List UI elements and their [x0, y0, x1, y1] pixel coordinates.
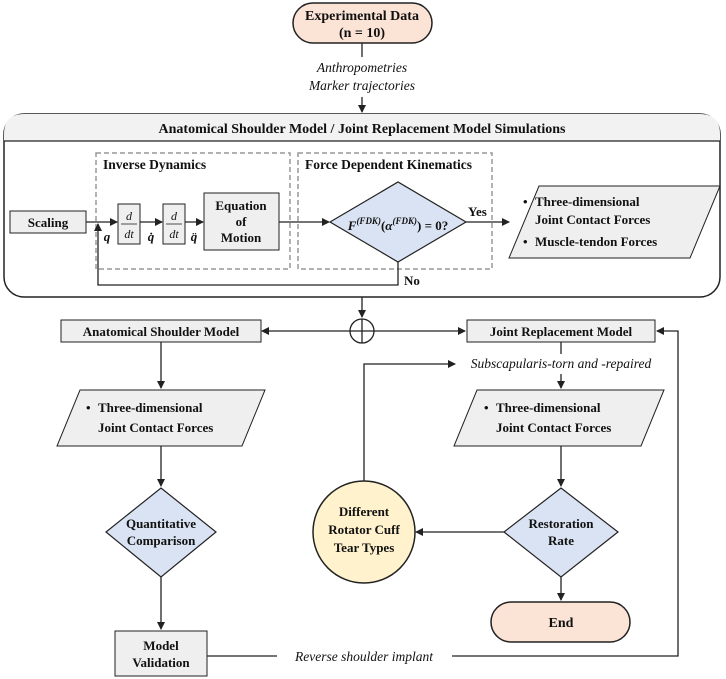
validation-line-1: Model	[143, 638, 179, 653]
right-forces-bullet: •	[484, 400, 489, 415]
derivative-1-numerator: d	[126, 209, 133, 223]
subscapularis-label: Subscapularis-torn and -repaired	[471, 356, 652, 371]
end-label: End	[549, 616, 574, 631]
q-label: q	[104, 229, 111, 244]
sim-output-item-1a: Three-dimensional	[535, 194, 640, 209]
sim-output-bullet-1: •	[523, 194, 528, 209]
yes-label: Yes	[468, 204, 487, 219]
input-anthropometries: Anthropometries	[316, 60, 407, 75]
equation-line-1: Equation	[215, 198, 267, 213]
sim-output-bullet-2: •	[523, 234, 528, 249]
fdk-panel	[297, 152, 493, 270]
q-dot-label: q̇	[148, 229, 155, 244]
validation-line-2: Validation	[132, 655, 190, 670]
equation-line-3: Motion	[221, 230, 262, 245]
sim-output-item-1b: Joint Contact Forces	[535, 212, 650, 227]
derivative-2-numerator: d	[171, 209, 178, 223]
restoration-line-2: Rate	[548, 533, 574, 548]
inverse-dynamics-panel	[95, 152, 291, 270]
joint-replacement-model-label: Joint Replacement Model	[490, 324, 633, 339]
simulations-title: Anatomical Shoulder Model / Joint Replac…	[159, 122, 566, 137]
left-forces-bullet: •	[86, 400, 91, 415]
input-marker-trajectories: Marker trajectories	[308, 78, 415, 93]
fdk-title: Force Dependent Kinematics	[305, 157, 472, 172]
anatomical-model-label: Anatomical Shoulder Model	[83, 324, 240, 339]
arrow-tear-types-to-subscap	[363, 360, 456, 481]
sim-output-item-2: Muscle-tendon Forces	[535, 234, 657, 249]
right-forces-output	[453, 389, 665, 447]
inverse-dynamics-title: Inverse Dynamics	[103, 157, 206, 172]
derivative-2-denominator: dt	[169, 227, 179, 241]
derivative-1-denominator: dt	[124, 227, 134, 241]
reverse-implant-line-right	[452, 327, 679, 657]
tear-types-line-1: Different	[339, 504, 390, 519]
end-terminal	[490, 601, 631, 643]
tear-types-line-2: Rotator Cuff	[328, 522, 400, 537]
fdk-condition: F(FDK)(α(FDK)) = 0?	[347, 216, 448, 233]
q-ddot-label: q̈	[191, 229, 198, 244]
scaling-label: Scaling	[28, 215, 69, 230]
comparison-line-1: Quantitative	[126, 516, 196, 531]
comparison-line-2: Comparison	[127, 533, 196, 548]
left-forces-line-1: Three-dimensional	[98, 400, 203, 415]
left-forces-output	[56, 389, 266, 447]
restoration-line-1: Restoration	[529, 516, 595, 531]
simulations-header	[4, 114, 720, 141]
no-label: No	[404, 273, 420, 288]
model-validation-box	[114, 630, 208, 677]
no-loop-line	[94, 223, 399, 286]
start-subtitle: (n = 10)	[339, 26, 385, 41]
tear-types-line-3: Tear Types	[334, 540, 395, 555]
right-forces-line-1: Three-dimensional	[496, 400, 601, 415]
equation-line-2: of	[236, 214, 248, 229]
start-title: Experimental Data	[305, 9, 419, 24]
simulation-output	[508, 185, 721, 259]
reverse-implant-label: Reverse shoulder implant	[294, 649, 434, 664]
equation-of-motion-box	[203, 192, 280, 251]
right-forces-line-2: Joint Contact Forces	[496, 420, 611, 435]
left-forces-line-2: Joint Contact Forces	[98, 420, 213, 435]
